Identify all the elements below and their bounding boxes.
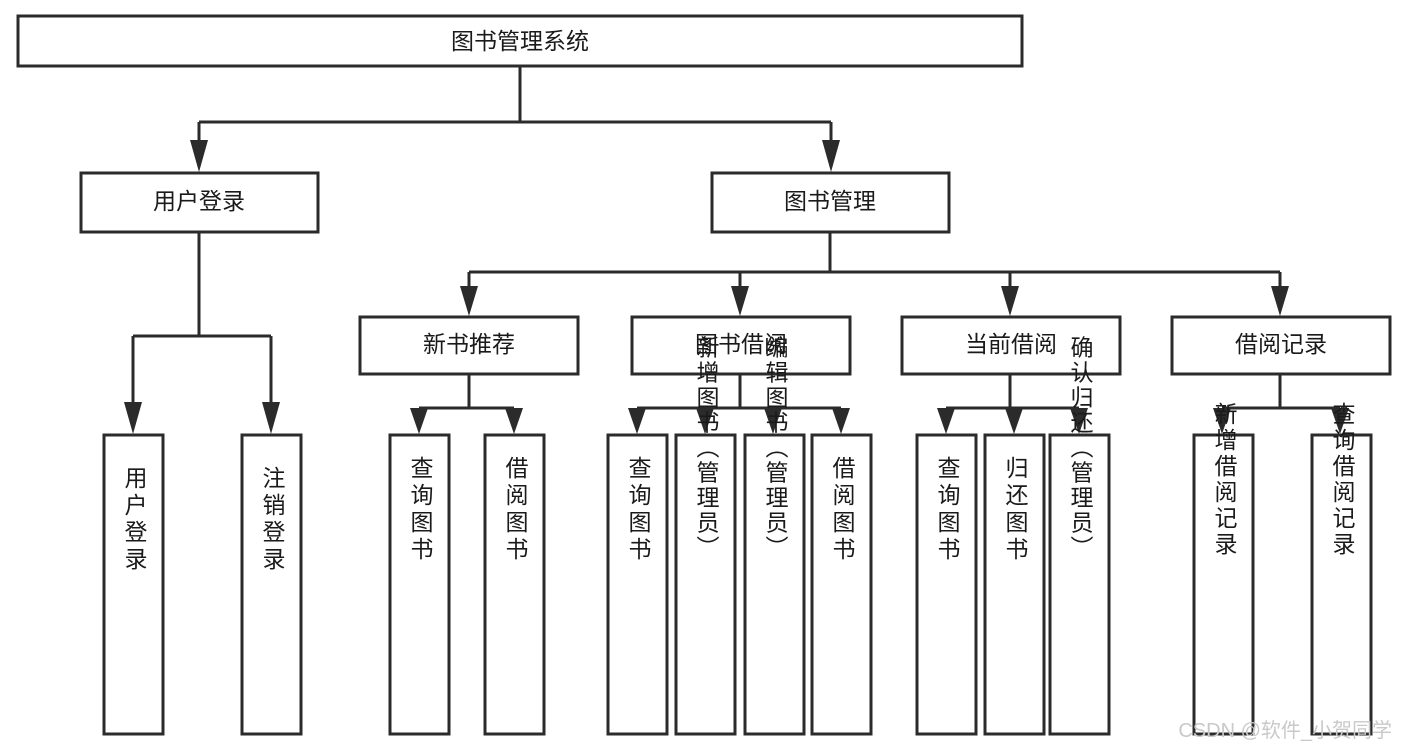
arrow-to-user-login bbox=[190, 140, 208, 172]
node-user-login-label: 用户登录 bbox=[153, 188, 245, 214]
node-user-login[interactable]: 用户登录 bbox=[79, 171, 320, 234]
node-borrow-record-label: 借阅记录 bbox=[1235, 331, 1327, 357]
node-new-book-recommend-box[interactable] bbox=[358, 315, 580, 376]
arrow-to-leaf-return-book bbox=[1005, 408, 1023, 434]
leaf-logout[interactable]: 注销登录 bbox=[240, 433, 303, 736]
arrow-to-book-manage bbox=[822, 140, 840, 172]
arrow-to-leaf-borrow-book-2 bbox=[832, 408, 850, 434]
arrow-to-book-borrow bbox=[731, 286, 749, 316]
leaf-edit-book-box[interactable] bbox=[743, 433, 806, 736]
leaf-query-record-box[interactable] bbox=[1310, 433, 1373, 736]
leaf-user-login-label: 用户登录 bbox=[121, 466, 148, 574]
node-book-borrow[interactable]: 图书借阅 bbox=[630, 315, 852, 376]
leaf-borrow-book-2[interactable]: 借阅图书 bbox=[810, 433, 873, 736]
leaf-return-book-box[interactable] bbox=[983, 433, 1046, 736]
arrow-to-leaf-query-book-2 bbox=[628, 408, 646, 434]
leaf-add-book-label: 新增图书（管理员） bbox=[693, 336, 720, 561]
leaf-add-record[interactable]: 新增借阅记录 bbox=[1192, 402, 1255, 736]
leaf-add-book-box[interactable] bbox=[674, 433, 737, 736]
leaf-query-book-1-label: 查询图书 bbox=[407, 456, 434, 564]
arrow-to-leaf-add-book bbox=[696, 408, 714, 434]
leaf-query-book-3-box[interactable] bbox=[915, 433, 978, 736]
leaf-return-book-label: 归还图书 bbox=[1002, 456, 1029, 564]
arrow-to-leaf-query-book-1 bbox=[410, 408, 428, 434]
leaf-user-login[interactable]: 用户登录 bbox=[102, 433, 165, 736]
leaf-edit-book-label: 编辑图书（管理员） bbox=[762, 336, 789, 561]
node-new-book-recommend[interactable]: 新书推荐 bbox=[358, 315, 580, 376]
arrow-to-leaf-add-record bbox=[1213, 408, 1231, 434]
leaf-query-record-label: 查询借阅记录 bbox=[1329, 402, 1356, 558]
leaf-query-book-2-box[interactable] bbox=[606, 433, 669, 736]
leaf-borrow-book-2-box[interactable] bbox=[810, 433, 873, 736]
arrow-to-new-book-recommend bbox=[460, 286, 478, 316]
leaf-edit-book[interactable]: 编辑图书（管理员） bbox=[743, 336, 806, 736]
leaf-query-book-1[interactable]: 查询图书 bbox=[388, 433, 451, 736]
node-root[interactable]: 图书管理系统 bbox=[16, 14, 1024, 68]
arrow-to-leaf-query-book-3 bbox=[937, 408, 955, 434]
leaf-query-book-3[interactable]: 查询图书 bbox=[915, 433, 978, 736]
node-book-borrow-box[interactable] bbox=[630, 315, 852, 376]
node-current-borrow[interactable]: 当前借阅 bbox=[900, 315, 1122, 376]
arrow-to-leaf-borrow-book-1 bbox=[505, 408, 523, 434]
arrow-to-leaf-query-record bbox=[1331, 408, 1349, 434]
node-borrow-record-box[interactable] bbox=[1170, 315, 1392, 376]
arrow-to-current-borrow bbox=[1001, 286, 1019, 316]
leaf-add-book[interactable]: 新增图书（管理员） bbox=[674, 336, 737, 736]
leaf-query-book-3-label: 查询图书 bbox=[934, 456, 961, 564]
arrow-to-leaf-user-login bbox=[124, 402, 142, 434]
leaf-confirm-return-box[interactable] bbox=[1048, 433, 1111, 736]
connector-layer bbox=[124, 66, 1349, 434]
node-book-manage-label: 图书管理 bbox=[784, 188, 876, 214]
leaf-confirm-return-label: 确认归还（管理员） bbox=[1067, 336, 1094, 561]
leaf-borrow-book-1-box[interactable] bbox=[483, 433, 546, 736]
leaf-borrow-book-1[interactable]: 借阅图书 bbox=[483, 433, 546, 736]
watermark-label: CSDN @软件_小贺同学 bbox=[1178, 719, 1392, 742]
leaf-add-record-box[interactable] bbox=[1192, 433, 1255, 736]
leaf-query-record[interactable]: 查询借阅记录 bbox=[1310, 402, 1373, 736]
node-user-login-box[interactable] bbox=[79, 171, 320, 234]
leaf-return-book[interactable]: 归还图书 bbox=[983, 433, 1046, 736]
leaf-query-book-1-box[interactable] bbox=[388, 433, 451, 736]
node-root-label: 图书管理系统 bbox=[451, 28, 589, 54]
node-current-borrow-label: 当前借阅 bbox=[965, 331, 1057, 357]
arrow-to-borrow-record bbox=[1271, 286, 1289, 316]
node-book-manage[interactable]: 图书管理 bbox=[710, 171, 951, 234]
arrow-to-leaf-edit-book bbox=[764, 408, 782, 434]
node-current-borrow-box[interactable] bbox=[900, 315, 1122, 376]
node-new-book-recommend-label: 新书推荐 bbox=[423, 331, 515, 357]
node-book-borrow-label: 图书借阅 bbox=[695, 331, 787, 357]
leaf-borrow-book-1-label: 借阅图书 bbox=[502, 456, 529, 564]
node-root-box[interactable] bbox=[16, 14, 1024, 68]
leaf-user-login-box[interactable] bbox=[102, 433, 165, 736]
leaf-query-book-2[interactable]: 查询图书 bbox=[606, 433, 669, 736]
leaf-logout-label: 注销登录 bbox=[259, 466, 286, 574]
leaf-query-book-2-label: 查询图书 bbox=[625, 456, 652, 564]
leaf-add-record-label: 新增借阅记录 bbox=[1211, 402, 1238, 558]
node-borrow-record[interactable]: 借阅记录 bbox=[1170, 315, 1392, 376]
node-book-manage-box[interactable] bbox=[710, 171, 951, 234]
leaf-borrow-book-2-label: 借阅图书 bbox=[829, 456, 856, 564]
leaf-logout-box[interactable] bbox=[240, 433, 303, 736]
arrow-to-leaf-confirm-return bbox=[1070, 408, 1088, 434]
arrow-to-leaf-logout bbox=[262, 402, 280, 434]
leaf-confirm-return[interactable]: 确认归还（管理员） bbox=[1048, 336, 1111, 736]
